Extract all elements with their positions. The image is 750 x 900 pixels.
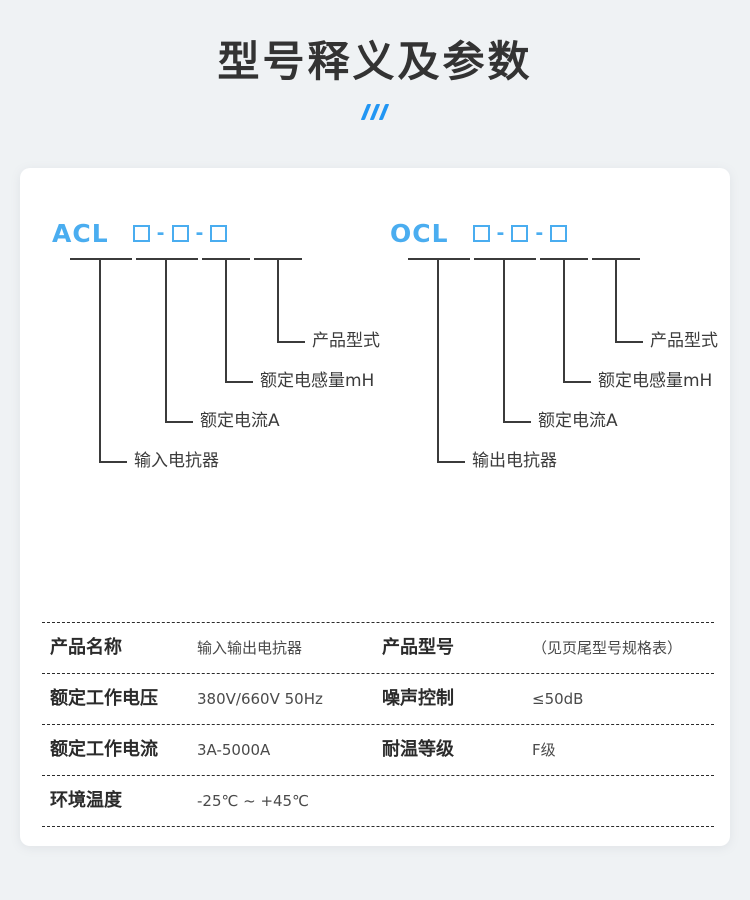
leader-label-current: 额定电流A — [538, 411, 618, 431]
leader-drop-inductance — [563, 258, 565, 383]
table-row: 环境温度 -25℃ ~ +45℃ — [42, 775, 714, 827]
code-dash-1: - — [156, 221, 165, 244]
content-card: ACL - - 产品型式 — [20, 168, 730, 846]
segment-underline-box1 — [136, 258, 198, 260]
leader-label-device: 输入电抗器 — [134, 451, 219, 471]
spec-label-product-name: 产品名称 — [50, 637, 122, 658]
code-string-ocl: OCL - - — [390, 216, 568, 250]
spec-value-product-model: （见页尾型号规格表） — [532, 638, 683, 657]
segment-underline-prefix — [408, 258, 470, 260]
spec-label-product-model: 产品型号 — [382, 637, 454, 658]
spec-label-noise-control: 噪声控制 — [382, 688, 454, 709]
spec-value-temp-class: F级 — [532, 740, 556, 759]
segment-underline-prefix — [70, 258, 132, 260]
code-box-1 — [132, 224, 150, 242]
spec-label-temp-class: 耐温等级 — [382, 739, 454, 760]
code-prefix-ocl: OCL — [390, 218, 449, 248]
page-header: 型号释义及参数 — [0, 0, 750, 121]
spec-value-product-name: 输入输出电抗器 — [197, 638, 303, 657]
leader-elbow-device — [437, 461, 465, 463]
leader-elbow-current — [503, 421, 531, 423]
leader-elbow-product-type — [615, 341, 643, 343]
leader-drop-device — [437, 258, 439, 463]
leader-label-product-type: 产品型式 — [650, 331, 718, 351]
table-row: 额定工作电压 380V/660V 50Hz 噪声控制 ≤50dB — [42, 673, 714, 724]
spec-label-rated-voltage: 额定工作电压 — [50, 688, 158, 709]
code-dash-2: - — [535, 221, 544, 244]
code-prefix-acl: ACL — [52, 218, 109, 248]
leader-elbow-product-type — [277, 341, 305, 343]
leader-drop-current — [503, 258, 505, 423]
leader-label-inductance: 额定电感量mH — [598, 371, 713, 391]
table-row: 额定工作电流 3A-5000A 耐温等级 F级 — [42, 724, 714, 775]
code-dash-1: - — [496, 221, 505, 244]
spec-value-rated-voltage: 380V/660V 50Hz — [197, 689, 323, 708]
slashes-decoration — [0, 103, 750, 121]
table-row: 产品名称 输入输出电抗器 产品型号 （见页尾型号规格表） — [42, 622, 714, 673]
spec-value-ambient-temp: -25℃ ~ +45℃ — [197, 791, 309, 810]
leader-label-device: 输出电抗器 — [472, 451, 557, 471]
leader-label-current: 额定电流A — [200, 411, 280, 431]
leader-drop-inductance — [225, 258, 227, 383]
code-string-acl: ACL - - — [52, 216, 228, 250]
code-box-2 — [171, 224, 189, 242]
spec-table: 产品名称 输入输出电抗器 产品型号 （见页尾型号规格表） 额定工作电压 380V… — [42, 622, 714, 827]
code-dash-2: - — [195, 221, 204, 244]
spec-label-ambient-temp: 环境温度 — [50, 790, 122, 811]
page-title: 型号释义及参数 — [217, 37, 533, 86]
diagram-acl: ACL - - 产品型式 — [52, 168, 382, 558]
leader-elbow-inductance — [563, 381, 591, 383]
leader-label-inductance: 额定电感量mH — [260, 371, 375, 391]
segment-underline-box1 — [474, 258, 536, 260]
code-box-1 — [472, 224, 490, 242]
leader-drop-current — [165, 258, 167, 423]
leader-drop-device — [99, 258, 101, 463]
code-box-2 — [511, 224, 529, 242]
leader-elbow-device — [99, 461, 127, 463]
spec-value-rated-current: 3A-5000A — [197, 740, 271, 759]
leader-drop-product-type — [615, 258, 617, 343]
leader-elbow-current — [165, 421, 193, 423]
leader-label-product-type: 产品型式 — [312, 331, 380, 351]
code-box-3 — [210, 224, 228, 242]
leader-drop-product-type — [277, 258, 279, 343]
spec-value-noise-control: ≤50dB — [532, 689, 584, 708]
spec-label-rated-current: 额定工作电流 — [50, 739, 158, 760]
slash-icon — [378, 103, 390, 120]
diagram-ocl: OCL - - 产品型式 额定电感量mH — [390, 168, 720, 558]
leader-elbow-inductance — [225, 381, 253, 383]
code-box-3 — [550, 224, 568, 242]
model-code-diagrams: ACL - - 产品型式 — [20, 168, 730, 558]
